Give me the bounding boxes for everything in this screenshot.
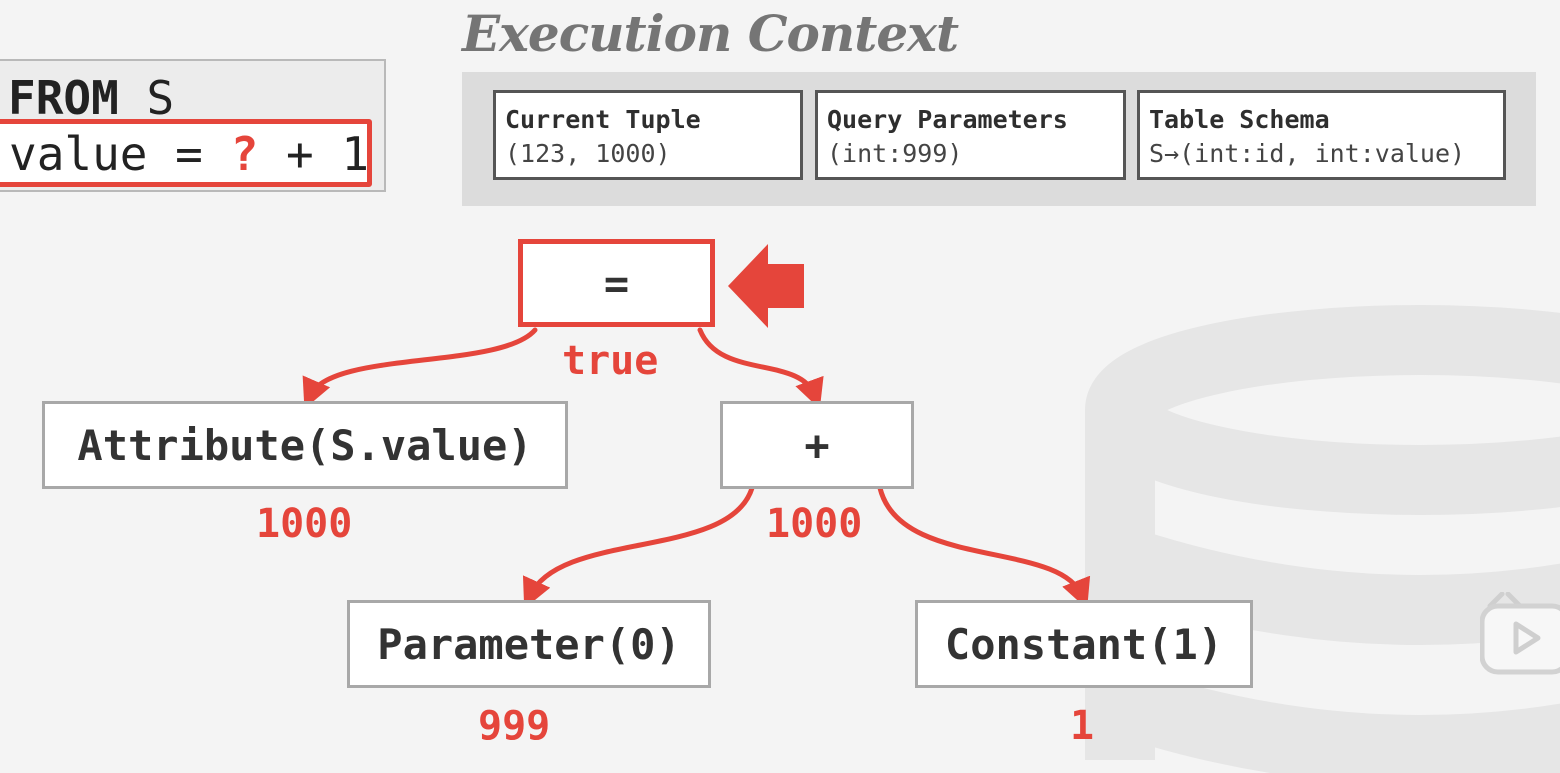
- sql-query-box: FROM S value = ? + 1: [0, 59, 386, 192]
- query-parameters-header: Query Parameters: [827, 105, 1068, 134]
- query-parameters-value: (int:999): [827, 139, 963, 168]
- current-tuple-header: Current Tuple: [505, 105, 701, 134]
- node-parameter-result: 999: [478, 703, 551, 749]
- execution-context-panel: Current Tuple (123, 1000) Query Paramete…: [462, 72, 1536, 206]
- edge-plus-to-parameter: [523, 485, 755, 609]
- sql-parameter-placeholder: ?: [230, 127, 259, 181]
- node-constant-result: 1: [1070, 703, 1095, 749]
- table-schema-value: S→(int:id, int:value): [1149, 139, 1466, 168]
- edge-plus-to-constant: [877, 485, 1091, 610]
- query-parameters-box: Query Parameters (int:999): [815, 90, 1126, 180]
- sql-where-left: value =: [9, 127, 231, 181]
- execution-context-title: Execution Context: [462, 4, 959, 63]
- sql-from-table: S: [146, 71, 175, 125]
- play-icon[interactable]: [1480, 592, 1560, 676]
- node-equals: =: [518, 239, 715, 327]
- node-plus: +: [720, 401, 914, 489]
- node-plus-result: 1000: [766, 501, 863, 547]
- node-equals-result: true: [562, 338, 659, 384]
- node-parameter: Parameter(0): [347, 600, 711, 688]
- table-schema-header: Table Schema: [1149, 105, 1330, 134]
- sql-from-line: FROM S: [8, 71, 174, 125]
- sql-where-line: value = ? + 1: [9, 126, 369, 182]
- node-constant: Constant(1): [915, 600, 1253, 688]
- current-tuple-box: Current Tuple (123, 1000): [493, 90, 803, 180]
- arrow-left-icon: [728, 244, 804, 328]
- node-attribute: Attribute(S.value): [42, 401, 568, 489]
- node-attribute-result: 1000: [256, 501, 353, 547]
- edge-root-to-attribute: [302, 327, 538, 409]
- sql-where-highlight: value = ? + 1: [0, 119, 372, 187]
- current-tuple-value: (123, 1000): [505, 139, 671, 168]
- sql-from-keyword: FROM: [8, 71, 119, 125]
- edge-root-to-plus: [697, 327, 824, 410]
- sql-where-right: + 1: [258, 127, 370, 181]
- table-schema-box: Table Schema S→(int:id, int:value): [1137, 90, 1506, 180]
